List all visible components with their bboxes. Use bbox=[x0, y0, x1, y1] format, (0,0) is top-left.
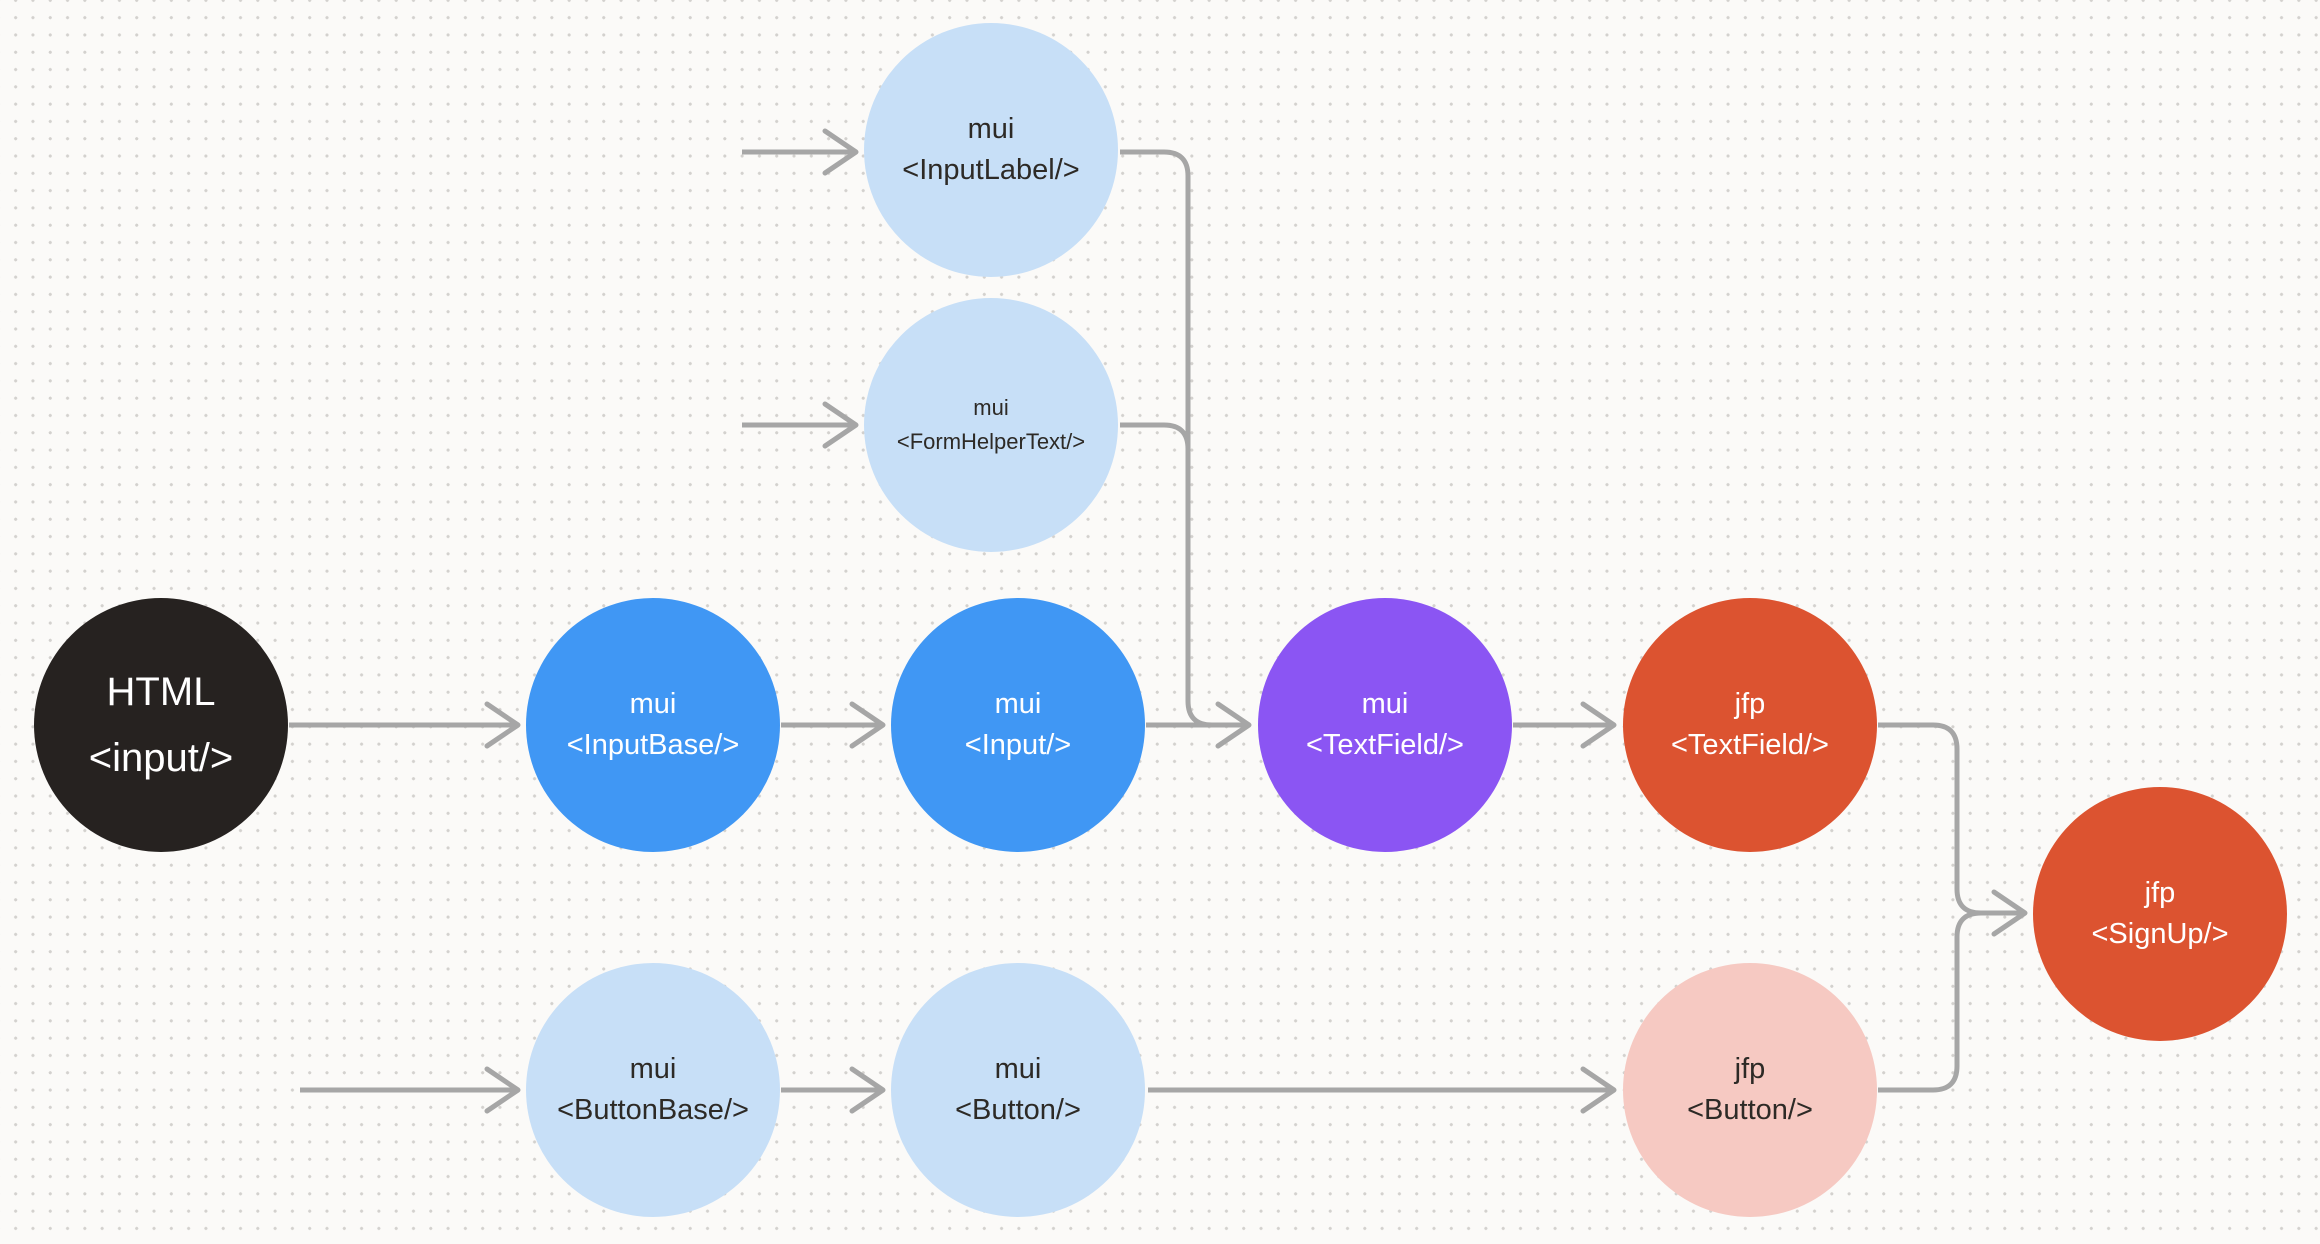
node-label-prefix: jfp bbox=[1734, 688, 1766, 720]
edge-jfpbutton-to-signup bbox=[1878, 910, 1982, 1093]
node-label-tag: <SignUp/> bbox=[2091, 918, 2229, 950]
node-mui-inputlabel[interactable]: mui <InputLabel/> bbox=[864, 23, 1118, 277]
node-label-prefix: mui bbox=[994, 1053, 1042, 1085]
node-mui-button[interactable]: mui <Button/> bbox=[891, 963, 1145, 1217]
node-html-input[interactable]: HTML <input/> bbox=[34, 598, 288, 852]
node-mui-input[interactable]: mui <Input/> bbox=[891, 598, 1145, 852]
edge-formhelpertext-to-textfield bbox=[1120, 422, 1191, 475]
node-label-tag: <FormHelperText/> bbox=[896, 429, 1086, 454]
node-label-prefix: HTML bbox=[106, 670, 216, 714]
node-jfp-button[interactable]: jfp <Button/> bbox=[1623, 963, 1877, 1217]
node-label-prefix: mui bbox=[967, 113, 1015, 145]
node-label-tag: <input/> bbox=[88, 736, 234, 780]
node-mui-inputbase[interactable]: mui <InputBase/> bbox=[526, 598, 780, 852]
node-mui-textfield[interactable]: mui <TextField/> bbox=[1258, 598, 1512, 852]
node-jfp-signup[interactable]: jfp <SignUp/> bbox=[2033, 787, 2287, 1041]
edge-inputlabel-to-textfield bbox=[1120, 149, 1235, 728]
node-label-prefix: mui bbox=[973, 395, 1009, 420]
node-label-tag: <ButtonBase/> bbox=[557, 1094, 749, 1126]
node-label-prefix: jfp bbox=[2144, 877, 2176, 909]
node-mui-buttonbase[interactable]: mui <ButtonBase/> bbox=[526, 963, 780, 1217]
node-label-prefix: jfp bbox=[1734, 1053, 1766, 1085]
node-label-tag: <InputBase/> bbox=[566, 729, 740, 761]
node-label-tag: <Input/> bbox=[964, 729, 1072, 761]
node-label-prefix: mui bbox=[629, 1053, 677, 1085]
node-label-tag: <InputLabel/> bbox=[902, 154, 1080, 186]
node-label-prefix: mui bbox=[629, 688, 677, 720]
edge-jfptextfield-to-signup bbox=[1878, 722, 1982, 916]
node-label-prefix: mui bbox=[994, 688, 1042, 720]
node-mui-formhelpertext[interactable]: mui <FormHelperText/> bbox=[864, 298, 1118, 552]
node-label-tag: <TextField/> bbox=[1671, 729, 1829, 761]
node-label-prefix: mui bbox=[1361, 688, 1409, 720]
node-label-tag: <TextField/> bbox=[1306, 729, 1464, 761]
node-jfp-textfield[interactable]: jfp <TextField/> bbox=[1623, 598, 1877, 852]
node-label-tag: <Button/> bbox=[1687, 1094, 1813, 1126]
node-label-tag: <Button/> bbox=[955, 1094, 1081, 1126]
